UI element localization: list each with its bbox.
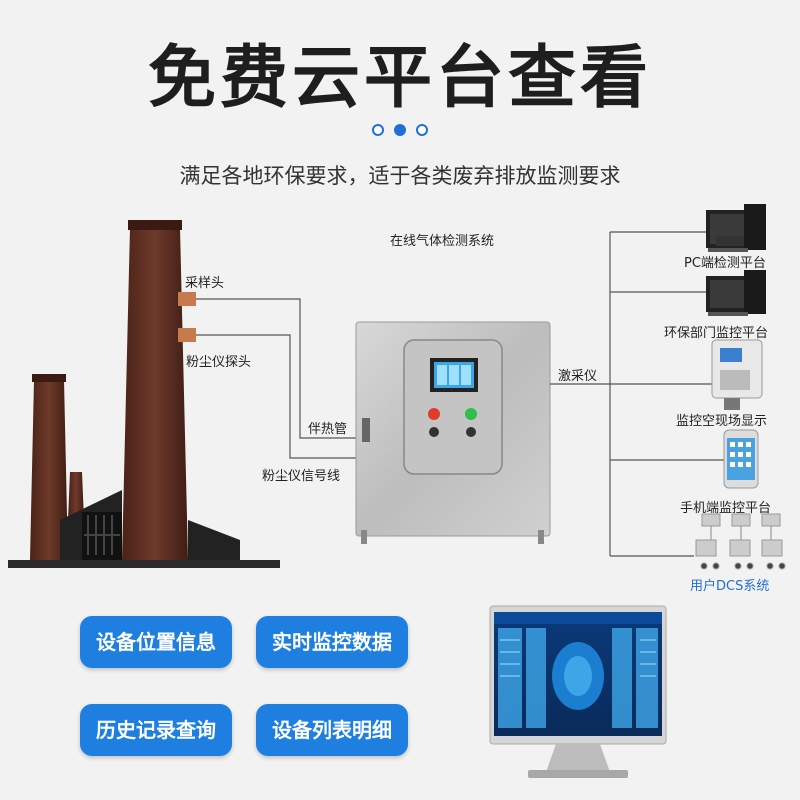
history-query-button[interactable]: 历史记录查询 [80,704,232,756]
factory-illustration [8,220,280,568]
carousel-indicator [0,124,800,136]
realtime-data-button[interactable]: 实时监控数据 [256,616,408,668]
onsite-display-device [711,339,763,410]
page-subtitle: 满足各地环保要求，适于各类废弃排放监测要求 [179,164,621,188]
dust-probe-label: 粉尘仪探头 [186,355,252,370]
carousel-dot-active[interactable] [394,124,406,136]
page-title: 免费云平台查看 [147,39,652,118]
env-dept-platform-label: 环保部门监控平台 [664,326,769,341]
onsite-display-label: 监控空现场显示 [676,414,768,429]
sampling-head-label: 采样头 [185,276,225,291]
phone-icon [723,429,759,489]
monitor-dashboard-illustration [489,605,667,778]
connection-lines-right [550,231,724,557]
device-list-button[interactable]: 设备列表明细 [256,704,408,756]
dust-signal-line-label: 粉尘仪信号线 [262,469,341,484]
carousel-dot[interactable] [372,124,384,136]
mobile-platform-label: 手机端监控平台 [680,501,772,516]
system-label: 在线气体检测系统 [390,234,495,249]
carousel-dot[interactable] [416,124,428,136]
pc-icon-2 [706,270,766,316]
analyzer-cabinet [355,321,551,544]
acquisition-label: 激采仪 [558,369,598,384]
location-info-button[interactable]: 设备位置信息 [80,616,232,668]
pc-platform-label: PC端检测平台 [684,256,766,271]
dcs-network-icon [695,513,786,570]
connection-lines-left [196,298,356,459]
heat-tube-label: 伴热管 [308,422,348,437]
pc-icon-1 [706,204,766,252]
dcs-system-label: 用户DCS系统 [690,579,770,594]
